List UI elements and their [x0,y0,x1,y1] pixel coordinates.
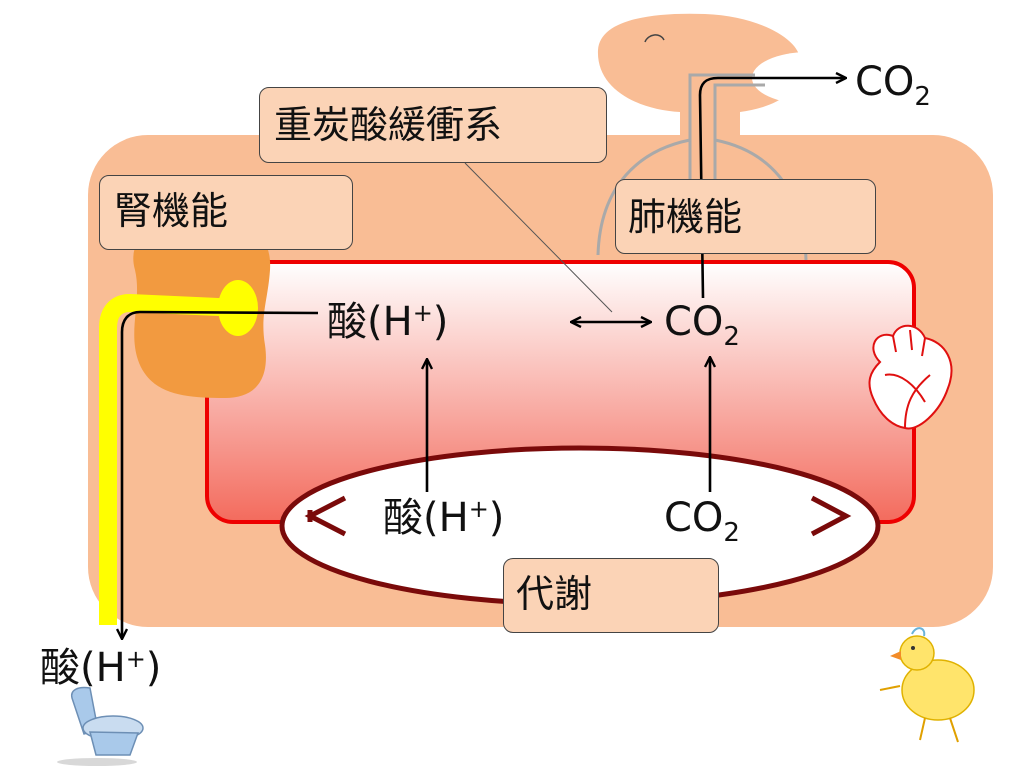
bicarbonate-buffer-box: 重炭酸緩衝系 [259,87,607,163]
metabolic-acid-label: 酸(H+) [383,495,505,541]
toilet-icon [57,686,144,766]
lung-function-box: 肺機能 [615,179,876,254]
metabolism-left-chevron [304,495,347,537]
excreted-acid-label: 酸(H+) [40,645,162,691]
kidney-excretion-arrow [122,310,319,638]
buffer-callout-line [464,162,613,313]
exhaled-co2-label: CO2 [855,59,931,112]
kidney-function-box: 腎機能 [99,175,353,250]
heart-icon [868,324,953,430]
exhalation-arrow [698,78,845,299]
lung-function-label: 肺機能 [628,195,743,239]
urine-tube [99,294,241,625]
chick-icon [879,627,975,743]
blood-acid-label: 酸(H+) [327,299,449,345]
metabolism-box: 代謝 [503,558,719,633]
kidney-function-label: 腎機能 [114,189,229,233]
metabolism-label: 代謝 [516,572,593,616]
metabolism-right-chevron [810,495,852,537]
bicarbonate-buffer-label: 重炭酸緩衝系 [274,103,503,147]
metabolic-co2-label: CO2 [664,495,740,548]
blood-co2-label: CO2 [664,299,740,352]
